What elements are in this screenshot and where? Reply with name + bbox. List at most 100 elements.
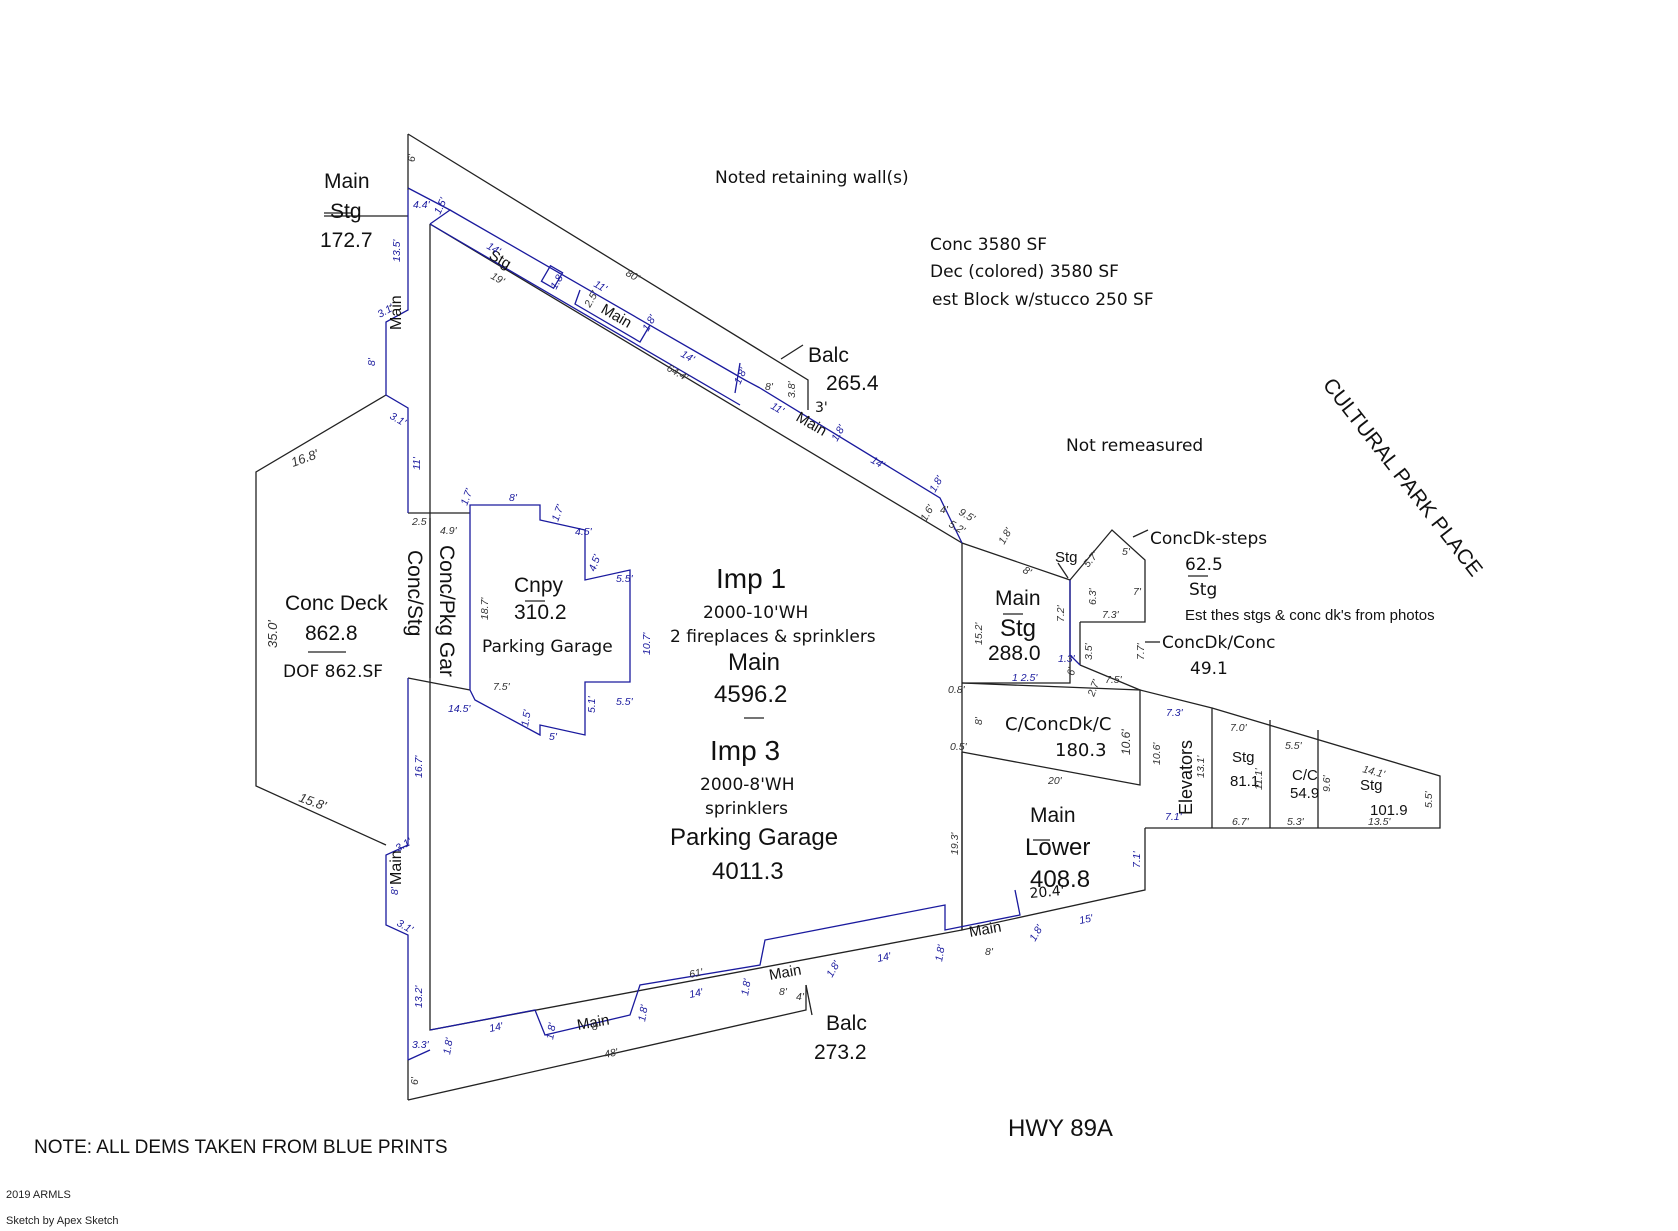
dim: 8'	[592, 1021, 601, 1033]
dim: 6.7'	[1232, 816, 1250, 828]
dim: 1 2.5'	[1012, 672, 1038, 684]
dim: 1.7'	[459, 486, 476, 507]
dim: 13.2'	[413, 985, 425, 1008]
dim: 8'	[973, 716, 985, 725]
dim: 13.1'	[1195, 755, 1207, 778]
dim: 1.8'	[933, 943, 948, 962]
note-dec: Dec (colored) 3580 SF	[930, 262, 1119, 282]
dim: 5.5'	[616, 573, 634, 585]
main-left2-label: Main	[388, 850, 405, 885]
dim: 4'	[940, 504, 949, 516]
dim: 4.5'	[587, 552, 604, 573]
main-lower-val: 408.8	[1030, 866, 1090, 893]
street-hwy-89a: HWY 89A	[1008, 1115, 1113, 1142]
dim: 0.5'	[950, 741, 968, 753]
dim: 2.5	[411, 516, 427, 528]
cc-549-name: C/C	[1292, 767, 1318, 784]
area-labels: Main Stg 172.7 Balc 265.4 Balc 273.2 Con…	[283, 170, 1408, 1064]
dim: 7'	[1133, 586, 1142, 598]
balc-top-name: Balc	[808, 344, 849, 367]
dim: 14'	[688, 986, 705, 1001]
copyright: 2019 ARMLS	[6, 1189, 71, 1201]
dim: 10.6'	[1151, 742, 1163, 765]
stg-811-name: Stg	[1232, 749, 1255, 766]
dim: 18.7'	[479, 597, 491, 620]
dim: 13.5'	[1368, 816, 1391, 828]
dim: 4'	[796, 991, 805, 1003]
dim: 1.8'	[548, 270, 567, 291]
dim: 6.3'	[1087, 587, 1099, 605]
main-bot1-label: Main	[576, 1012, 611, 1034]
main-stg-val: 288.0	[988, 642, 1041, 665]
concdk-steps-name: ConcDk-steps	[1150, 529, 1267, 549]
imp3-l2: sprinklers	[705, 799, 788, 819]
dim: 14'	[876, 950, 893, 965]
outline-black	[255, 133, 1441, 1101]
imp3-l3: Parking Garage	[670, 824, 838, 851]
balc-top-val: 265.4	[826, 372, 879, 395]
dim: 1.8'	[996, 525, 1015, 546]
dim: 7.0'	[1230, 722, 1248, 734]
dim: 5'	[549, 731, 558, 743]
stg-1019-name: Stg	[1360, 777, 1383, 794]
dim: 64.4'	[665, 362, 691, 384]
dim: 1.7'	[550, 502, 567, 523]
note-block: est Block w/stucco 250 SF	[932, 290, 1154, 310]
dim: 8'	[779, 986, 788, 998]
outline-blue	[385, 187, 1081, 1061]
dim: 8'	[389, 886, 401, 895]
concdk-conc-val: 49.1	[1190, 659, 1228, 679]
apex-credit: Sketch by Apex Sketch	[6, 1215, 119, 1227]
balc-bottom-name: Balc	[826, 1012, 867, 1035]
dim: 16.7'	[413, 755, 425, 778]
concdk-conc-name: ConcDk/Conc	[1162, 633, 1275, 653]
dim: 15'	[1078, 912, 1095, 927]
dim: 2.7'	[1085, 677, 1103, 699]
conc-deck-name: Conc Deck	[285, 592, 388, 615]
dim: 1.8'	[441, 1036, 456, 1055]
dim: 7.2'	[1055, 604, 1067, 622]
dim: 10.6'	[1119, 729, 1133, 755]
dim: 3.1'	[388, 410, 409, 429]
dim: 4.5'	[575, 526, 593, 538]
dim: 13.5'	[391, 239, 403, 262]
dim: 1.8'	[739, 977, 754, 996]
main-lower-top: Main	[1030, 804, 1076, 827]
main-strip-label: Main	[598, 301, 635, 332]
main-left-label: Main	[388, 295, 405, 330]
cc-549-val: 54.9	[1290, 785, 1319, 802]
conc-pkg-label: Conc/Pkg Gar	[435, 545, 458, 677]
concdk-steps-sub: Stg	[1189, 580, 1217, 600]
imp1-val: 4596.2	[714, 681, 787, 708]
dim: 15.8'	[297, 790, 329, 814]
dim: 19.3'	[949, 832, 961, 855]
dim: 4.9'	[440, 525, 458, 537]
dim: 8'	[509, 492, 518, 504]
dim: 5.1'	[586, 695, 598, 713]
dim: 14'	[869, 454, 888, 472]
concdk-steps-val: 62.5	[1185, 555, 1223, 575]
conc-deck-sub: DOF 862.SF	[283, 662, 383, 682]
dim: 14.5'	[448, 703, 471, 715]
dim: 9.6'	[1321, 774, 1333, 792]
dim: 7.1'	[1165, 811, 1183, 823]
dim: 11'	[411, 456, 423, 470]
dim: 7.5'	[1105, 674, 1123, 686]
dim: 5.7'	[1081, 549, 1102, 570]
main-stg-tl-mid: Stg	[330, 200, 362, 223]
street-cultural-park-place: CULTURAL PARK PLACE	[1318, 374, 1487, 581]
dim: 1.5'	[519, 708, 534, 727]
stg-1019-val: 101.9	[1370, 802, 1408, 819]
c-concdk-c-val: 180.3	[1055, 740, 1107, 761]
cnpy-sub: Parking Garage	[482, 637, 613, 657]
imp3-title: Imp 3	[710, 735, 780, 766]
dim: 48'	[603, 1046, 620, 1061]
imp1-l1: 2000-10'WH	[703, 603, 808, 623]
dim: 5.5'	[1285, 740, 1303, 752]
imp1-l3: Main	[728, 649, 780, 676]
dim: 5'	[1122, 546, 1131, 558]
elevators-label: Elevators	[1176, 740, 1196, 815]
note-est: Est thes stgs & conc dk's from photos	[1185, 607, 1435, 624]
dim: 7.1'	[1131, 850, 1143, 868]
